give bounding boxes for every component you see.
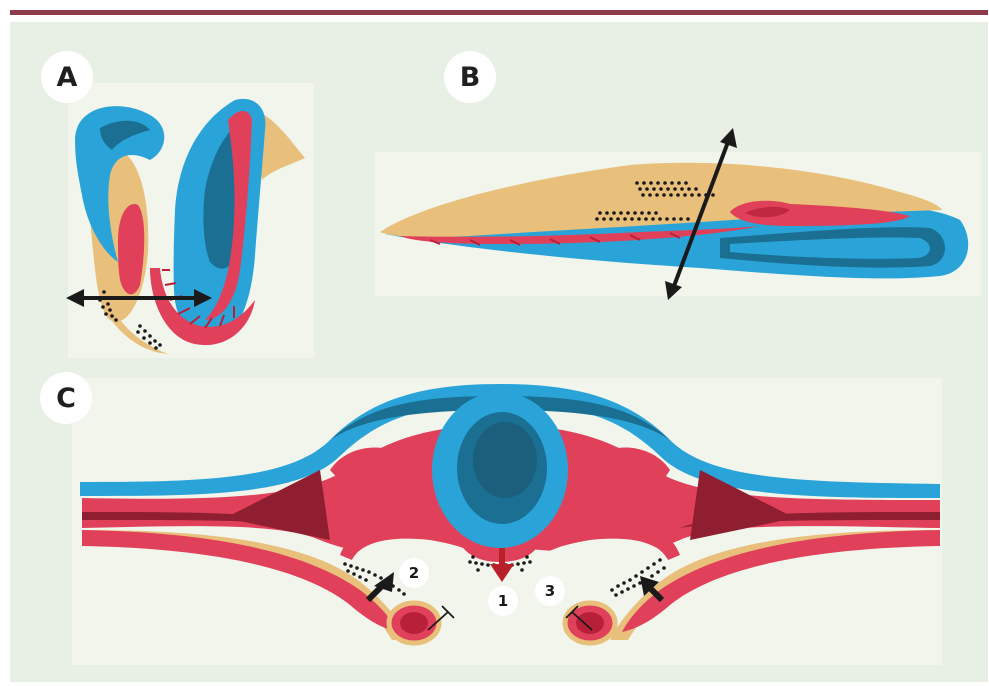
marker-1-label: 1: [498, 592, 508, 610]
panel-label-a: A: [41, 51, 93, 103]
marker-3-label: 3: [545, 582, 555, 600]
marker-3: 3: [535, 576, 565, 606]
panel-label-b: B: [444, 51, 496, 103]
marker-2: 2: [399, 558, 429, 588]
marker-2-label: 2: [409, 564, 419, 582]
marker-1: 1: [488, 586, 518, 616]
panel-label-c: C: [40, 372, 92, 424]
